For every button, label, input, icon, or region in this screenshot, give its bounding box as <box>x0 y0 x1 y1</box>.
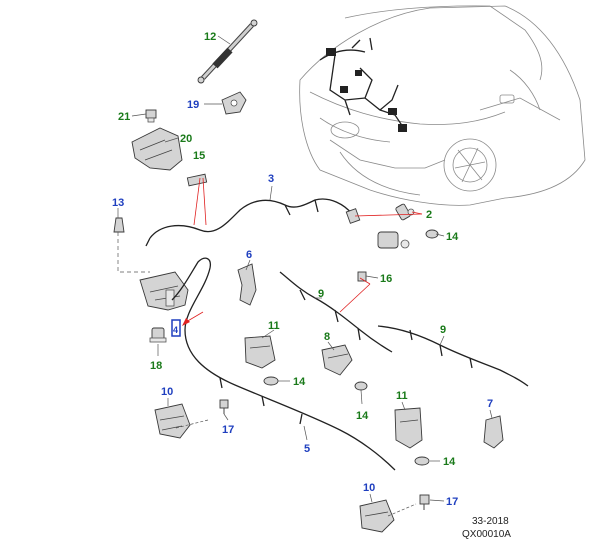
bolt-part-17b <box>419 494 430 510</box>
callout-14-c: 14 <box>356 410 369 422</box>
gas-strut-part <box>197 19 258 84</box>
cover-part-20 <box>131 127 183 171</box>
callout-7: 7 <box>487 398 493 410</box>
bolt-part-17a <box>219 399 229 414</box>
wiring-harness-3 <box>145 198 361 247</box>
grommet-part-14a <box>425 229 439 239</box>
callout-10-b: 10 <box>363 482 375 494</box>
callout-17-a: 17 <box>222 424 234 436</box>
wiring-harness-9-upper <box>279 271 393 353</box>
highlight-part-4 <box>171 311 204 337</box>
grommet-part-14d <box>414 456 430 466</box>
bracket-part-8 <box>321 344 353 376</box>
callout-18: 18 <box>150 360 162 372</box>
callout-labels: 12 19 21 20 15 3 13 2 14 6 16 9 4 18 11 … <box>112 31 493 508</box>
callout-10-a: 10 <box>161 386 173 398</box>
hinge-part-10a <box>154 403 191 439</box>
callout-21: 21 <box>118 111 130 123</box>
diagram-code: 33-2018 <box>472 516 509 527</box>
nut-part-21 <box>145 109 157 123</box>
connector-part-15 <box>186 173 208 187</box>
callout-8: 8 <box>324 331 330 343</box>
diagram-id: QX00010A <box>462 529 511 540</box>
callout-15: 15 <box>193 150 205 162</box>
sensor-part-14 <box>377 231 410 249</box>
callout-14-d: 14 <box>443 456 456 468</box>
callout-4: 4 <box>173 325 178 335</box>
callout-14-b: 14 <box>293 376 306 388</box>
callout-2: 2 <box>426 209 432 221</box>
callout-5: 5 <box>304 443 310 455</box>
callout-11-a: 11 <box>268 320 280 332</box>
callout-6: 6 <box>246 249 252 261</box>
callout-3: 3 <box>268 173 274 185</box>
grommet-part-18 <box>149 327 167 343</box>
bracket-part-7 <box>483 415 504 449</box>
diagram-reference: 33-2018 QX00010A <box>462 516 511 540</box>
callout-9-b: 9 <box>440 324 446 336</box>
callout-11-b: 11 <box>396 390 408 402</box>
callout-13: 13 <box>112 197 124 209</box>
callout-12: 12 <box>204 31 216 43</box>
bracket-part-11a <box>244 335 276 369</box>
leader-lines <box>117 35 493 517</box>
grommet-part-14b <box>263 376 279 386</box>
bracket-part-6 <box>237 263 257 306</box>
bracket-part-11b <box>394 407 423 449</box>
wiring-harness-5 <box>171 257 396 471</box>
callout-19: 19 <box>187 99 199 111</box>
callout-20: 20 <box>180 133 192 145</box>
callout-17-b: 17 <box>446 496 458 508</box>
clip-part-13 <box>113 217 125 233</box>
callout-16: 16 <box>380 273 392 285</box>
vehicle-front-outline <box>299 5 586 206</box>
connector-part-16 <box>357 271 367 282</box>
connector-part-2 <box>395 203 415 221</box>
callout-14-a: 14 <box>446 231 459 243</box>
callout-9-a: 9 <box>318 288 324 300</box>
grommet-part-14c <box>354 381 368 391</box>
bracket-part-19 <box>221 91 247 115</box>
mechanism-assembly-left <box>139 271 189 311</box>
wiring-harness-9-lower <box>377 325 529 387</box>
hinge-part-10b <box>359 499 395 533</box>
